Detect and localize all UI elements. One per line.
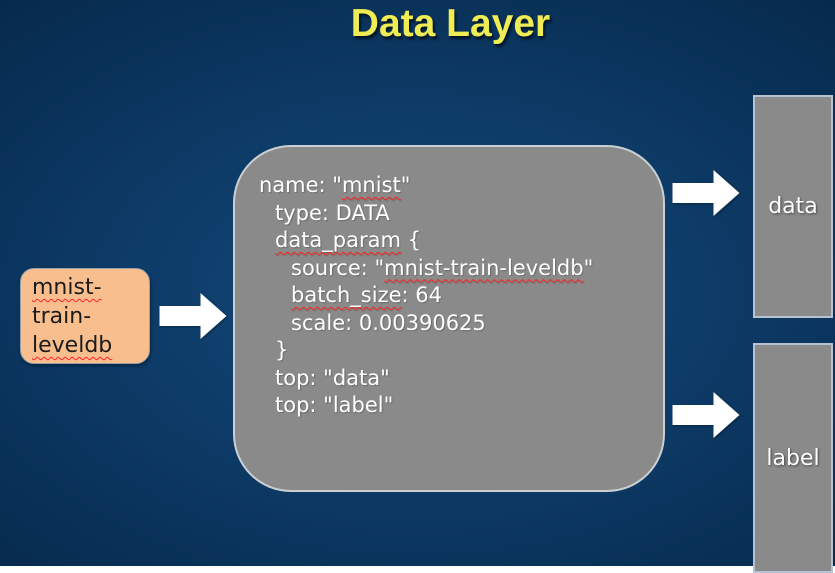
text-line: source: "mnist-train-leveldb" <box>259 255 663 283</box>
text-line: mnist- <box>32 273 149 302</box>
text-segment: source: " <box>291 255 385 280</box>
misspelled-word: mnist-train-leveldb <box>384 255 584 280</box>
text-segment: train- <box>32 304 92 329</box>
flow-arrow-icon <box>159 293 227 339</box>
misspelled-word: batch_size <box>291 283 402 307</box>
text-segment: scale: 0.00390625 <box>291 310 486 335</box>
output-blob-label: label <box>753 343 833 573</box>
text-segment: top: "data" <box>275 365 390 390</box>
source-database-box: mnist-train-leveldb <box>20 268 150 364</box>
text-segment: name: " <box>259 173 342 197</box>
flow-arrow-icon <box>672 392 740 438</box>
text-line: name: "mnist" <box>259 172 663 200</box>
text-segment: " <box>400 173 411 197</box>
misspelled-word: mnist- <box>32 275 102 300</box>
text-segment: " <box>583 255 594 280</box>
source-database-label: mnist-train-leveldb <box>32 273 149 360</box>
text-line: } <box>259 337 663 365</box>
text-segment: { <box>400 228 422 252</box>
text-segment: : 64 <box>401 283 442 307</box>
slide-title: Data Layer <box>350 2 551 45</box>
text-line: data_param { <box>259 227 663 255</box>
misspelled-word: leveldb <box>32 333 113 358</box>
output-blob-label-label: label <box>766 445 820 471</box>
text-line: leveldb <box>32 331 149 360</box>
text-segment: type: DATA <box>275 200 390 225</box>
text-segment: top: "label" <box>275 393 394 417</box>
text-line: top: "label" <box>259 392 663 420</box>
misspelled-word: data_param <box>275 228 401 252</box>
text-line: type: DATA <box>259 200 663 228</box>
flow-arrow-icon <box>672 170 740 216</box>
text-line: scale: 0.00390625 <box>259 310 663 338</box>
text-line: top: "data" <box>259 365 663 393</box>
text-segment: } <box>275 338 289 362</box>
misspelled-word: mnist <box>341 173 401 197</box>
text-line: train- <box>32 302 149 331</box>
output-blob-data: data <box>753 95 833 318</box>
text-line: batch_size: 64 <box>259 282 663 310</box>
output-blob-data-label: data <box>768 194 818 219</box>
